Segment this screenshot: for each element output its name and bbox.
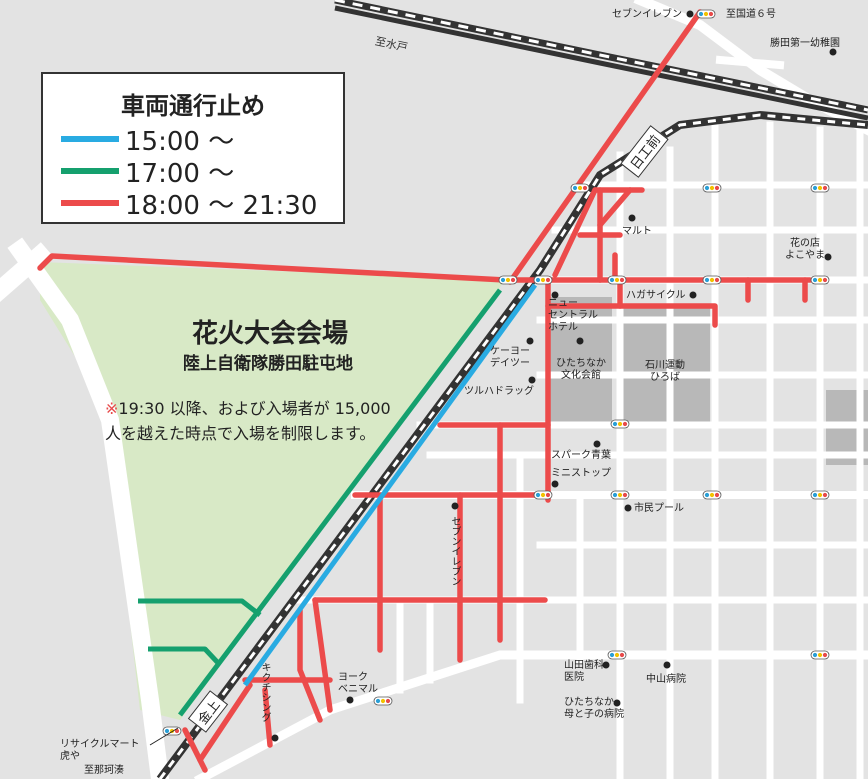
legend-row-15: 15:00 〜 bbox=[61, 122, 235, 157]
label-new-central-hotel: ニュー セントラル ホテル bbox=[548, 298, 598, 333]
railway-upper bbox=[334, 0, 868, 121]
traffic-signal bbox=[162, 726, 182, 736]
legend-label-18: 18:00 〜 21:30 bbox=[125, 190, 318, 221]
closure-18-2130 bbox=[37, 9, 813, 773]
traffic-signal bbox=[810, 275, 830, 285]
poi-spark bbox=[593, 440, 601, 448]
traffic-signal bbox=[607, 650, 627, 660]
poi-seven-mid bbox=[451, 502, 459, 510]
label-ishikawa-plaza: 石川運動 ひろば bbox=[645, 360, 685, 383]
label-keiyo-d2: ケーヨー デイツー bbox=[490, 346, 530, 369]
label-maruto: マルト bbox=[622, 226, 652, 237]
legend-label-17: 17:00 〜 bbox=[125, 158, 235, 189]
legend-row-17: 17:00 〜 bbox=[61, 154, 235, 189]
note-text: 19:30 以降、および入場者が 15,000 人を越えた時点で入場を制限します… bbox=[105, 399, 391, 443]
label-spark: スパーク青葉 bbox=[551, 450, 611, 461]
poi-yamada bbox=[602, 661, 610, 669]
venue-note: ※19:30 以降、および入場者が 15,000 人を越えた時点で入場を制限しま… bbox=[105, 396, 395, 446]
label-pool: 市民プール bbox=[634, 503, 684, 514]
label-ministop: ミニストップ bbox=[551, 468, 611, 479]
traffic-signal bbox=[702, 490, 722, 500]
label-nakayama: 中山病院 bbox=[646, 674, 686, 685]
poi-nakayama bbox=[663, 661, 671, 669]
poi-seven-top bbox=[686, 10, 694, 18]
poi-kindergarten bbox=[829, 48, 837, 56]
label-kikuchi: キクチシング bbox=[259, 662, 270, 722]
legend-row-18: 18:00 〜 21:30 bbox=[61, 186, 318, 221]
label-hitachinaka-hall: ひたちなか 文化会館 bbox=[556, 358, 606, 381]
legend-title: 車両通行止め bbox=[121, 92, 265, 120]
poi-hotel bbox=[551, 291, 559, 299]
note-mark: ※ bbox=[105, 399, 119, 418]
poi-hall bbox=[576, 337, 584, 345]
closure-17 bbox=[138, 288, 502, 717]
traffic-signal bbox=[533, 275, 553, 285]
poi-pool bbox=[624, 504, 632, 512]
label-york: ヨーク ベニマル bbox=[338, 672, 378, 695]
traffic-signal bbox=[702, 275, 722, 285]
poi-maruto bbox=[628, 214, 636, 222]
legend-swatch-green bbox=[61, 168, 119, 174]
label-maternity: ひたちなか 母と子の病院 bbox=[564, 697, 624, 720]
traffic-signal bbox=[533, 490, 553, 500]
label-kindergarten: 勝田第一幼稚園 bbox=[770, 38, 840, 49]
label-route6: 至国道６号 bbox=[726, 9, 776, 20]
traffic-signal bbox=[696, 9, 716, 19]
label-hagacycle: ハガサイクル bbox=[626, 290, 686, 301]
legend-swatch-red bbox=[61, 200, 119, 206]
poi-kikuchi bbox=[271, 734, 279, 742]
label-to-naka: 至那珂湊 bbox=[84, 765, 124, 776]
venue-area bbox=[40, 262, 505, 720]
traffic-signal bbox=[373, 696, 393, 706]
poi-dots bbox=[271, 10, 837, 742]
label-seven-mid: セブンイレブン bbox=[449, 516, 460, 586]
traffic-signals bbox=[162, 9, 830, 736]
label-tsuruha: ツルハドラッグ bbox=[464, 386, 534, 397]
traffic-signal bbox=[570, 183, 590, 193]
label-seven-top: セブンイレブン bbox=[612, 9, 682, 20]
label-flower-shop: 花の店 よこやま bbox=[785, 238, 825, 261]
poi-hagacycle bbox=[689, 291, 697, 299]
label-recycle: リサイクルマート 虎や bbox=[60, 739, 140, 762]
poi-keiyo bbox=[526, 337, 534, 345]
legend-swatch-blue bbox=[61, 136, 119, 142]
traffic-signal bbox=[607, 275, 627, 285]
legend-box: 車両通行止め 15:00 〜 17:00 〜 18:00 〜 21:30 bbox=[41, 72, 345, 224]
building-ishikawa-plaza bbox=[622, 305, 710, 422]
recycle-leader-line bbox=[149, 727, 179, 746]
venue-title: 花火大会会場 bbox=[191, 319, 348, 349]
traffic-signal bbox=[810, 650, 830, 660]
poi-ministop bbox=[551, 480, 559, 488]
traffic-signal bbox=[498, 275, 518, 285]
legend-label-15: 15:00 〜 bbox=[125, 126, 235, 157]
poi-maternity bbox=[613, 699, 621, 707]
poi-york bbox=[346, 696, 354, 704]
traffic-signal bbox=[702, 183, 722, 193]
traffic-signal bbox=[810, 490, 830, 500]
label-yamada-dental: 山田歯科 医院 bbox=[564, 660, 604, 683]
closure-15 bbox=[242, 283, 538, 687]
traffic-signal bbox=[610, 490, 630, 500]
poi-tsuruha bbox=[528, 376, 536, 384]
traffic-signal bbox=[610, 419, 630, 429]
poi-flower bbox=[824, 253, 832, 261]
traffic-signal bbox=[810, 183, 830, 193]
venue-subtitle: 陸上自衛隊勝田駐屯地 bbox=[183, 354, 353, 374]
